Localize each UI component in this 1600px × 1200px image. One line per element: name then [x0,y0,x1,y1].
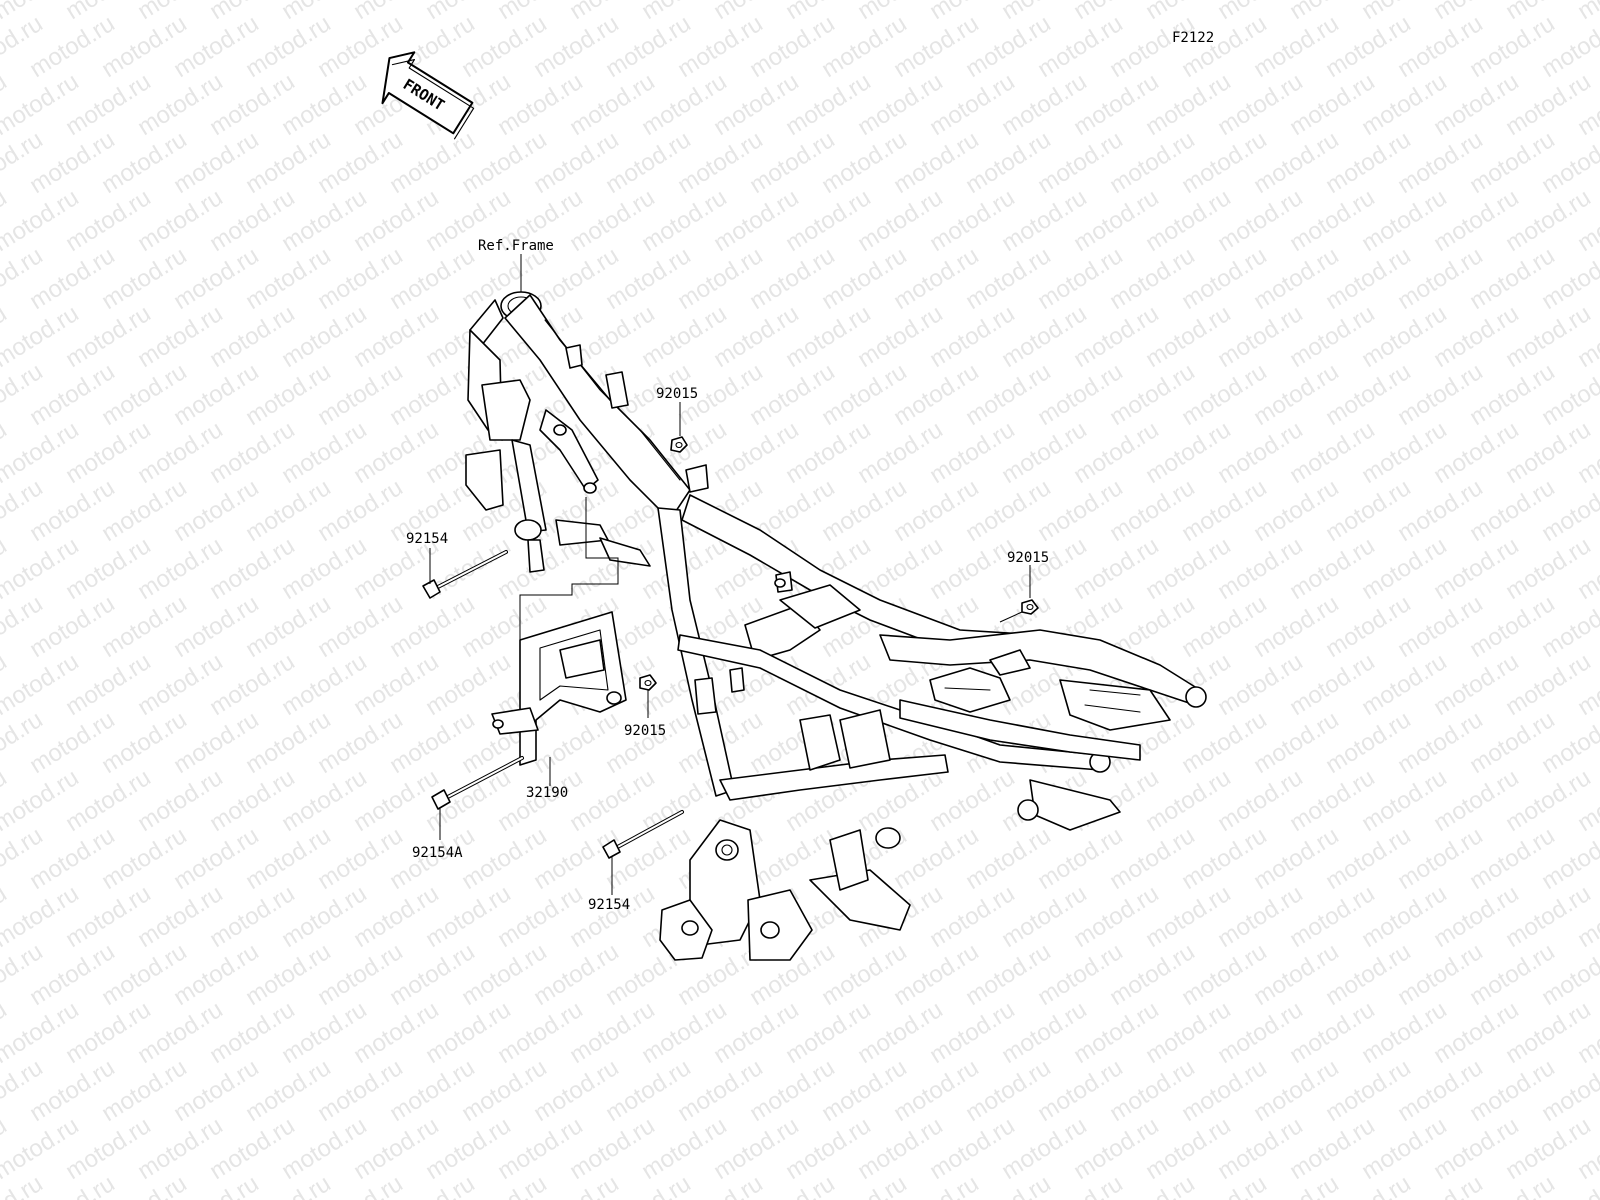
callout-92015-right: 92015 [1007,550,1049,566]
bolt-92154-bottom-icon [602,810,684,859]
callout-92154-left: 92154 [406,531,448,547]
callout-32190: 32190 [526,785,568,801]
nut-92015-right-icon [1021,599,1039,615]
bolt-92154A-icon [431,756,524,810]
nut-92015-mid-icon [639,674,657,691]
callout-92015-mid: 92015 [624,723,666,739]
callout-92015-top: 92015 [656,386,698,402]
front-arrow-icon: FRONT [381,51,475,140]
motorcycle-frame [465,291,1207,961]
watermark-text: motod.ru [1573,0,1600,25]
diagram-code: F2122 [1172,30,1214,46]
nut-92015-top-icon [670,436,688,453]
callout-ref-frame: Ref.Frame [478,238,554,254]
callout-92154A: 92154A [412,845,463,861]
engine-bracket-32190 [491,611,627,766]
assembly-indicator-outline [519,497,619,640]
callout-92154-bottom: 92154 [588,897,630,913]
